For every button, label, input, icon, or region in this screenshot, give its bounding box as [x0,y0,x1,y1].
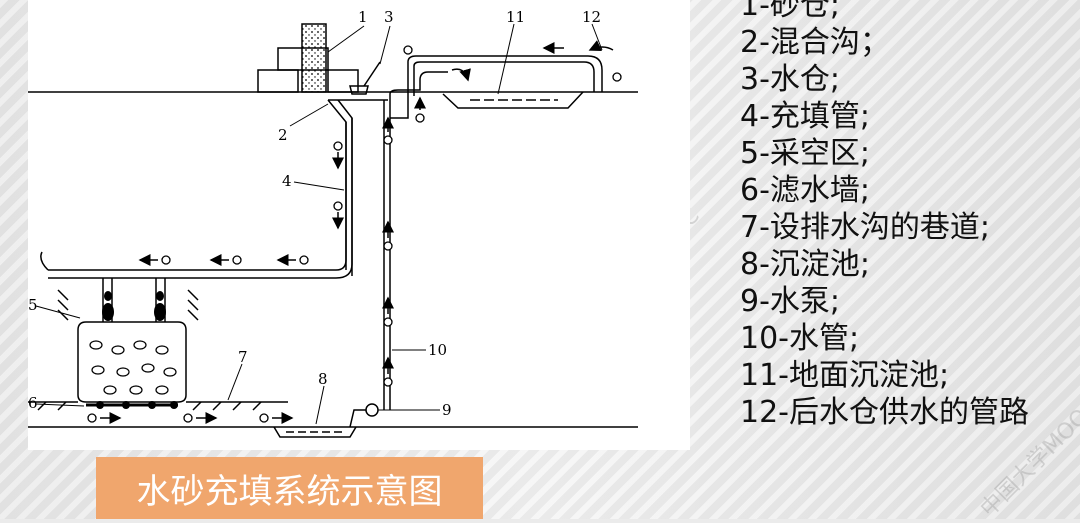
legend-item: 7-设排水沟的巷道; [740,210,991,245]
legend-item: 3-水仓; [740,62,841,97]
legend-item: 10-水管; [740,321,860,356]
legend-item: 4-充填管; [740,99,871,134]
legend-item: 5-采空区; [740,136,871,171]
callout-5: 5 [28,296,38,314]
drain-roadway-hatch [37,401,262,411]
legend-item: 6-滤水墙; [740,173,871,208]
building-block [257,69,299,93]
callout-3: 3 [384,8,394,26]
callout-6: 6 [28,394,38,412]
callout-1: 1 [358,8,368,26]
diagram-title-box: 水砂充填系统示意图 [96,457,483,519]
supply-pipeline [407,55,603,96]
goaf-area [77,321,187,403]
legend-list: 1-砂仓; 2-混合沟； 3-水仓; 4-充填管; 5-采空区; 6-滤水墙; … [740,0,1029,431]
water-pump [365,403,379,417]
legend-item: 2-混合沟； [740,25,890,60]
callout-12: 12 [582,8,601,26]
surface-settling-tank [442,91,584,109]
legend-item: 8-沉淀池; [740,247,871,282]
callout-10: 10 [428,341,447,359]
callout-11: 11 [506,8,525,26]
legend-item: 11-地面沉淀池; [740,358,950,393]
settling-tank [273,426,357,438]
building-block [327,69,359,93]
callout-8: 8 [318,370,328,388]
water-bin [349,85,369,95]
legend-item: 12-后水仓供水的管路 [740,395,1029,430]
callout-9: 9 [442,401,452,419]
sand-bin [301,23,327,93]
legend-item: 9-水泵; [740,284,841,319]
legend-item: 1-砂仓; [740,0,841,23]
callout-2: 2 [278,126,288,144]
callout-7: 7 [238,348,248,366]
diagram-title: 水砂充填系统示意图 [136,471,443,512]
filling-system-diagram: 1 3 2 4 5 6 7 8 9 10 11 12 [28,0,690,450]
callout-4: 4 [282,172,292,190]
